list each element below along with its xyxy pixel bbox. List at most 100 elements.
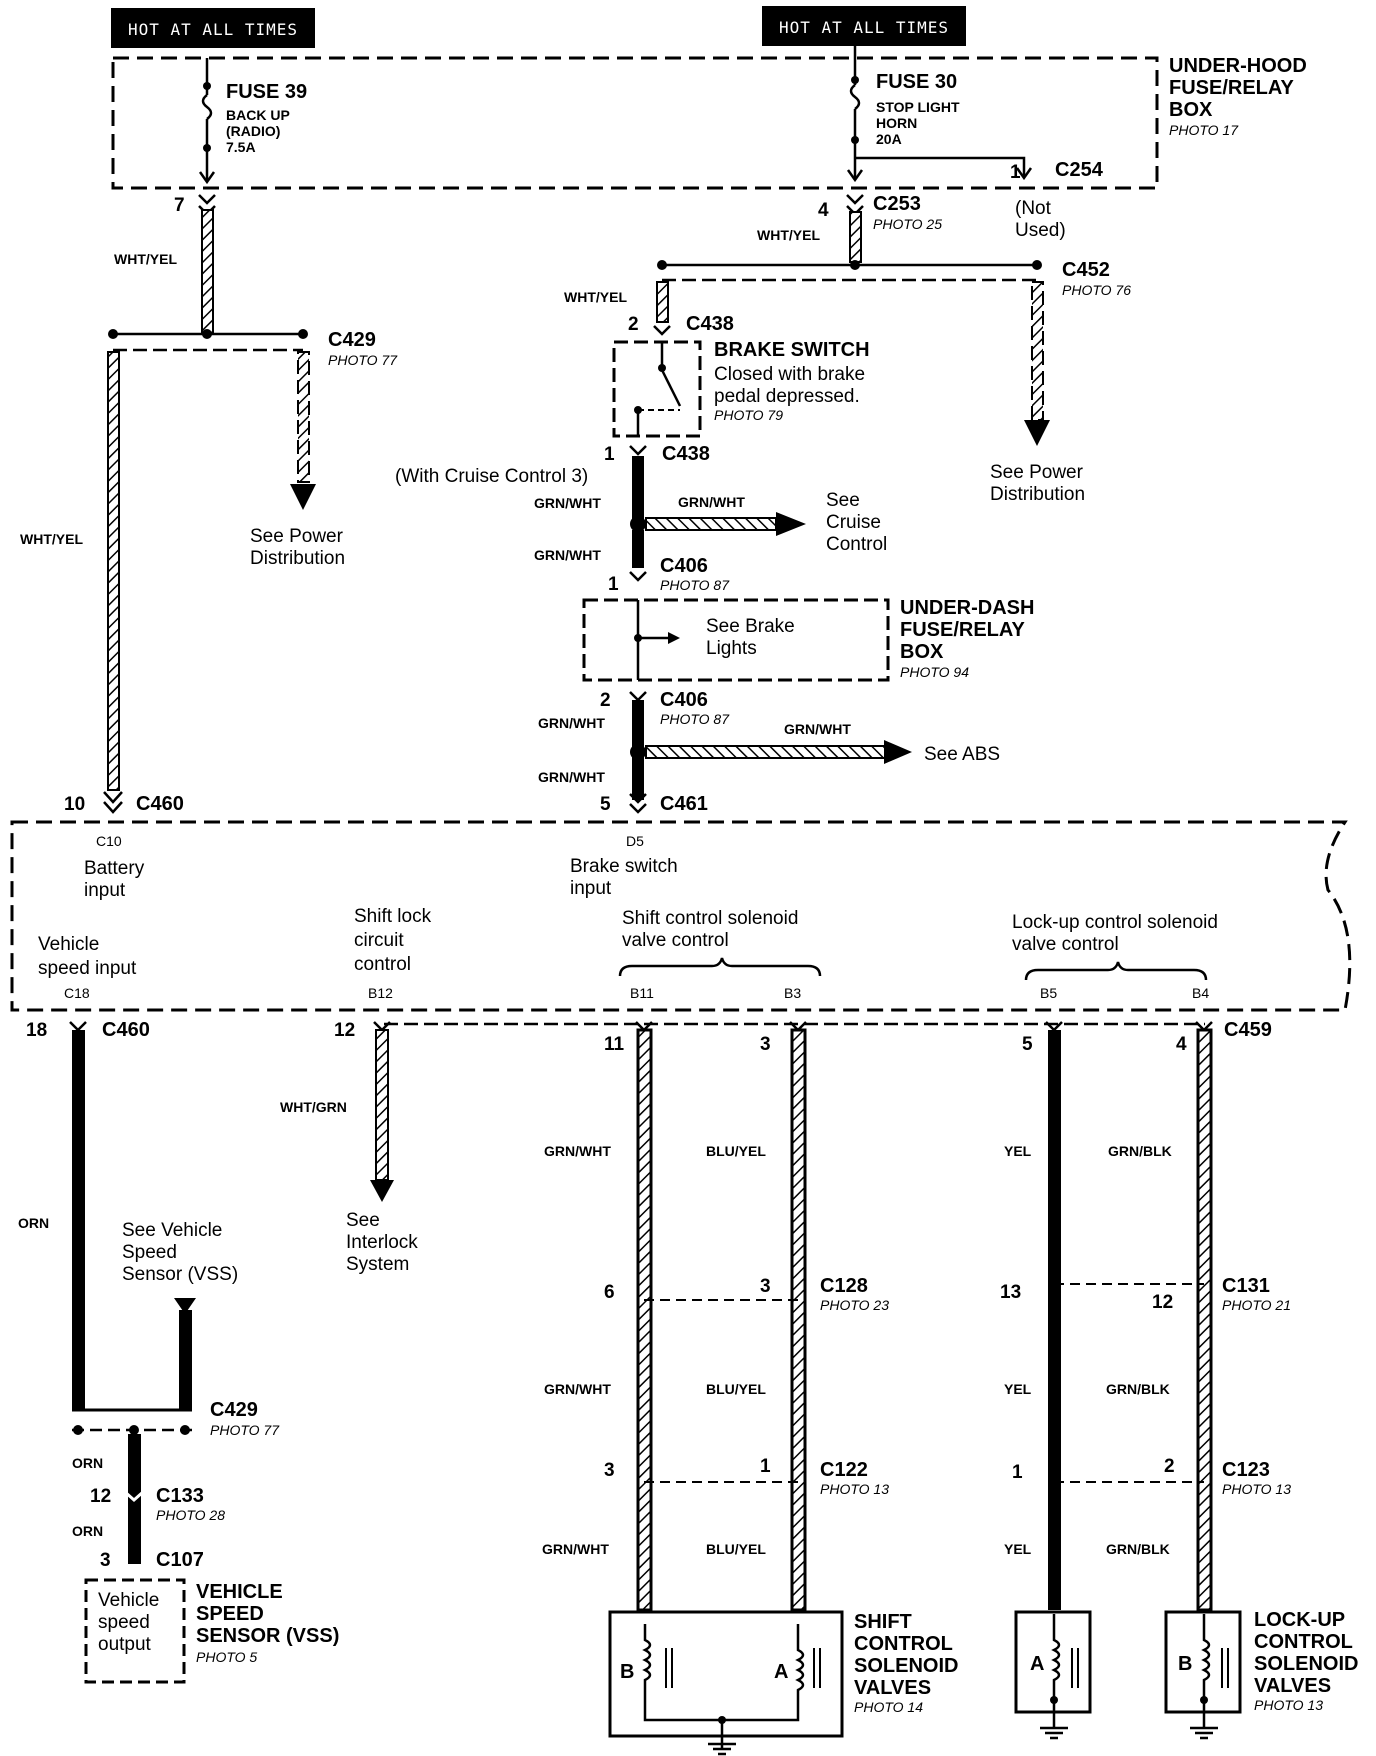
c406-top-wire: GRN/WHT [534, 547, 601, 563]
c438-bot-name: C438 [662, 443, 710, 465]
c459-pin-4: 4 [1176, 1034, 1187, 1055]
fuse39-line2: (RADIO) [226, 123, 280, 139]
underhood-photo: PHOTO 17 [1169, 122, 1239, 138]
ecm-d5: D5 [626, 833, 644, 849]
c253-photo: PHOTO 25 [873, 216, 942, 232]
brake-switch-photo: PHOTO 79 [714, 407, 783, 423]
c406-top-connector [629, 571, 647, 582]
underdash-internal [634, 600, 680, 680]
c133-connector [124, 1490, 144, 1503]
wire-wg-label: WHT/GRN [280, 1099, 347, 1115]
c460-top-connector [103, 791, 123, 814]
underdash-photo: PHOTO 94 [900, 664, 969, 680]
shift-valve-coils [642, 1624, 821, 1756]
fuse30-line1: STOP LIGHT [876, 99, 960, 115]
c429-bot-photo: PHOTO 77 [210, 1422, 280, 1438]
ecm-shift-ctrl-1: Shift control solenoid [622, 908, 798, 929]
row1-wire-3: YEL [1004, 1143, 1032, 1159]
lockup-valves-title-4: VALVES [1254, 1675, 1331, 1697]
lockup-valves-title-3: SOLENOID [1254, 1653, 1358, 1675]
see-cruise-2: Cruise [826, 512, 881, 533]
row3-wire-3: YEL [1004, 1541, 1032, 1557]
c452-splice [657, 260, 1042, 282]
ecm-shift-lock-3: control [354, 954, 411, 975]
c406-bot-wire: GRN/WHT [538, 715, 605, 731]
ecm-vs-1: Vehicle [38, 934, 99, 955]
c406-bot-name: C406 [660, 689, 708, 711]
hot-label-right: HOT AT ALL TIMES [762, 6, 966, 46]
fuse30-line2: HORN [876, 115, 917, 131]
ecm-lockup-ctrl-2: valve control [1012, 934, 1119, 955]
c438-bot-note: (With Cruise Control 3) [395, 466, 588, 487]
row1-wire-4: GRN/BLK [1108, 1143, 1172, 1159]
c128-pin-6: 6 [604, 1282, 615, 1303]
ecm-battery-1: Battery [84, 858, 145, 879]
c128-photo: PHOTO 23 [820, 1297, 889, 1313]
abs-wire: GRN/WHT [784, 721, 851, 737]
c406-bot-connector [629, 691, 647, 702]
wire-orn [72, 1030, 85, 1410]
c406-top-pin: 1 [608, 574, 619, 595]
see-power-left-2: Distribution [250, 548, 345, 569]
wire-from-vss [179, 1310, 192, 1410]
c122-photo: PHOTO 13 [820, 1481, 889, 1497]
abs-splice [630, 744, 646, 760]
wire-to-abs [645, 745, 887, 759]
ecm-b12: B12 [368, 985, 393, 1001]
wire-wht-grn [375, 1029, 389, 1181]
c107-name: C107 [156, 1549, 204, 1571]
c131-photo: PHOTO 21 [1222, 1297, 1291, 1313]
see-vss-3: Sensor (VSS) [122, 1264, 238, 1285]
underdash-title-1: UNDER-DASH [900, 597, 1034, 619]
shift-valves-title-3: SOLENOID [854, 1655, 958, 1677]
c460-bot-pin: 18 [26, 1020, 47, 1041]
c438-top-pin: 2 [628, 314, 639, 335]
c253-pin: 4 [818, 200, 829, 221]
vss-title-3: SENSOR (VSS) [196, 1625, 339, 1647]
row3-wire-2: BLU/YEL [706, 1541, 766, 1557]
c429-top-name: C429 [328, 329, 376, 351]
ecm-b3: B3 [784, 985, 801, 1001]
c461-pin: 5 [600, 794, 611, 815]
arrow-interlock [370, 1180, 394, 1202]
c438-top-connector [653, 325, 671, 336]
row1-wire-1: GRN/WHT [544, 1143, 611, 1159]
see-interlock-2: Interlock [346, 1232, 418, 1253]
ecm-shift-ctrl-2: valve control [622, 930, 729, 951]
shift-valves-title-4: VALVES [854, 1677, 931, 1699]
c459-pin-5: 5 [1022, 1034, 1033, 1055]
c133-name: C133 [156, 1485, 204, 1507]
c438-top-name: C438 [686, 313, 734, 335]
lockup-valve-a: A [1030, 1653, 1044, 1675]
fuse-39 [198, 58, 216, 185]
ecm-c10: C10 [96, 833, 122, 849]
c460-top-name: C460 [136, 793, 184, 815]
wire-grn-wht-2 [632, 530, 644, 568]
c254-note-1: (Not [1015, 198, 1052, 219]
brake-switch-title: BRAKE SWITCH [714, 339, 870, 361]
c131-name: C131 [1222, 1275, 1270, 1297]
c406-bot-photo: PHOTO 87 [660, 711, 730, 727]
c429-bot-name: C429 [210, 1399, 258, 1421]
wire-wht-yel-long [107, 351, 120, 791]
underhood-title-1: UNDER-HOOD [1169, 55, 1307, 77]
ecm-b5: B5 [1040, 985, 1057, 1001]
underdash-fuse-box [582, 598, 890, 682]
c429-top-splice [108, 329, 308, 352]
vss-inner-2: speed [98, 1612, 150, 1633]
svg-text:HOT AT ALL TIMES: HOT AT ALL TIMES [128, 20, 298, 39]
c122-name: C122 [820, 1459, 868, 1481]
fuse-30 [846, 46, 1033, 183]
vss-title-1: VEHICLE [196, 1581, 283, 1603]
c461-wire: GRN/WHT [538, 769, 605, 785]
wire-grn-wht-1 [632, 456, 644, 523]
vss-inner-3: output [98, 1634, 152, 1655]
see-cruise-1: See [826, 490, 860, 511]
brake-switch-box [612, 340, 702, 438]
row2-wire-1: GRN/WHT [544, 1381, 611, 1397]
lockup-valve-b: B [1178, 1653, 1192, 1675]
cruise-wire-2: GRN/WHT [678, 494, 745, 510]
shift-valve-a: A [774, 1661, 788, 1683]
brake-switch-desc-2: pedal depressed. [714, 386, 860, 407]
row3-wire-1: GRN/WHT [542, 1541, 609, 1557]
